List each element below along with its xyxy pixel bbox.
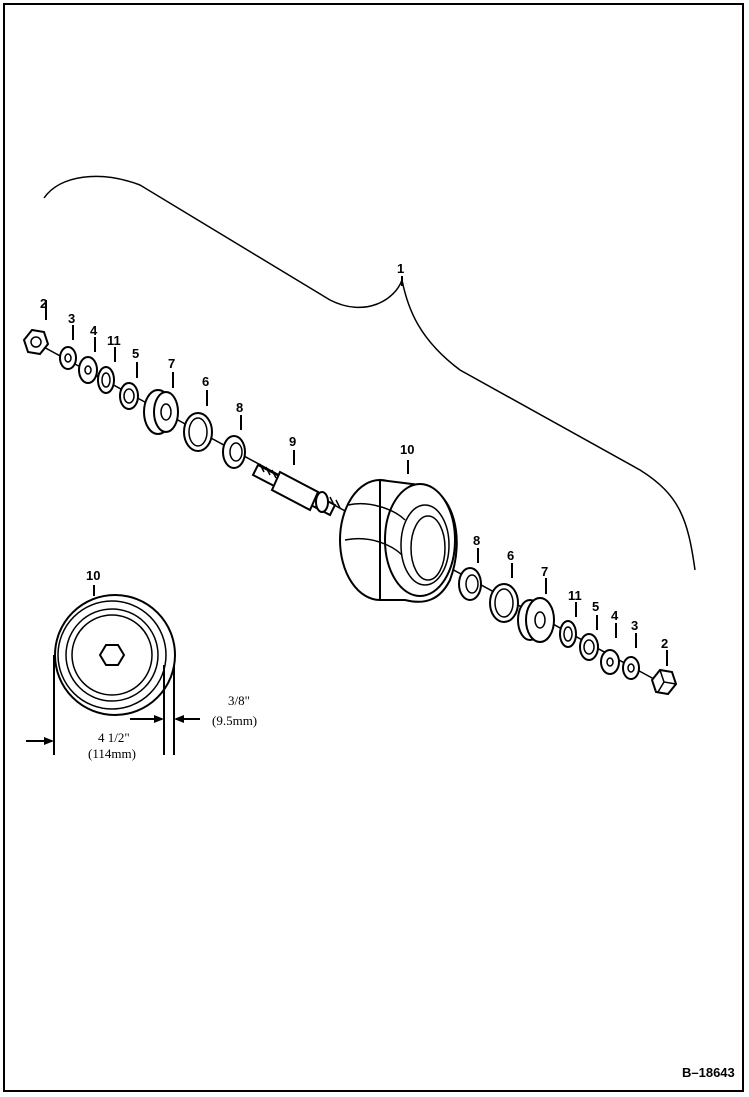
nut-right bbox=[650, 668, 678, 696]
washer-3-left bbox=[59, 346, 77, 370]
callout-6-left: 6 bbox=[202, 374, 209, 389]
callout-3-right: 3 bbox=[631, 618, 638, 633]
bearing-8-right bbox=[458, 567, 482, 601]
cap-7-right bbox=[517, 597, 555, 643]
callout-10: 10 bbox=[400, 442, 414, 457]
callout-11-left: 11 bbox=[107, 333, 121, 348]
bearing-8-left bbox=[222, 435, 246, 469]
washer-4-left bbox=[78, 356, 98, 384]
roller-detail bbox=[54, 594, 176, 716]
callout-7-left: 7 bbox=[168, 356, 175, 371]
washer-4-right bbox=[600, 649, 620, 675]
callout-2-right: 2 bbox=[661, 636, 668, 651]
callout-3-left: 3 bbox=[68, 311, 75, 326]
callout-1: 1 bbox=[397, 261, 404, 276]
callout-7-right: 7 bbox=[541, 564, 548, 579]
callout-8-right: 8 bbox=[473, 533, 480, 548]
dim-offset-mm: (9.5mm) bbox=[212, 713, 257, 728]
seal-5-left bbox=[119, 382, 139, 410]
dim-width-in: 4 1/2" bbox=[98, 730, 130, 745]
seal-5-right bbox=[579, 633, 599, 661]
nut-left bbox=[22, 328, 50, 356]
dim-width-mm: (114mm) bbox=[88, 746, 136, 761]
detail-label-10: 10 bbox=[86, 568, 100, 583]
callout-4-right: 4 bbox=[611, 608, 619, 623]
callout-5-left: 5 bbox=[132, 346, 139, 361]
page-border bbox=[3, 3, 744, 1092]
callout-11-right: 11 bbox=[568, 588, 582, 603]
callout-8-left: 8 bbox=[236, 400, 243, 415]
cap-7-left bbox=[143, 389, 179, 435]
washer-3-right bbox=[622, 656, 640, 680]
roller-10 bbox=[339, 478, 458, 603]
callout-4-left: 4 bbox=[90, 323, 98, 338]
callout-9: 9 bbox=[289, 434, 296, 449]
ring-11-left bbox=[97, 366, 115, 394]
dim-offset-in: 3/8" bbox=[228, 693, 250, 708]
ring-11-right bbox=[559, 620, 577, 648]
shaft-9 bbox=[251, 463, 341, 517]
callout-5-right: 5 bbox=[592, 599, 599, 614]
callout-2-left: 2 bbox=[40, 296, 47, 311]
callout-6-right: 6 bbox=[507, 548, 514, 563]
figure-reference: B–18643 bbox=[682, 1065, 735, 1080]
